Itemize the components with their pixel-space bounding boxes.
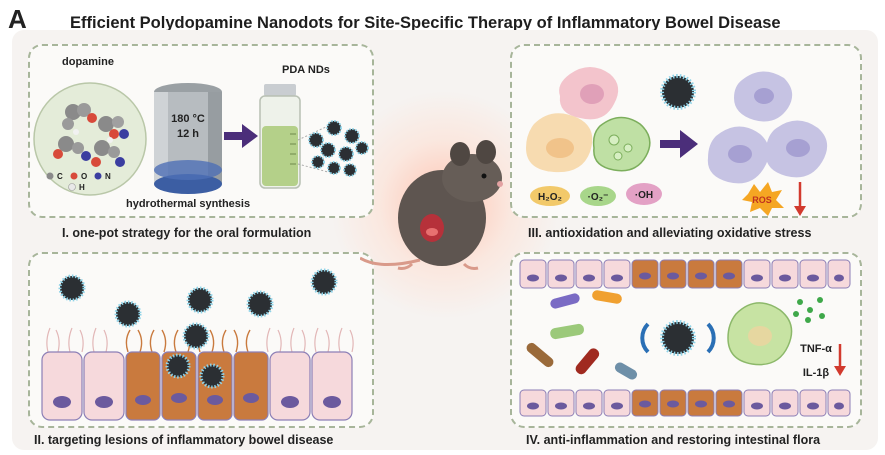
dopamine-molecules-icon xyxy=(53,103,129,167)
restore-arrow-icon xyxy=(640,322,650,354)
mouse-ear-left xyxy=(450,142,470,166)
mouse-nose xyxy=(497,181,503,187)
antioxidation-arrow-icon xyxy=(660,130,698,158)
panel-1-caption: I. one-pot strategy for the oral formula… xyxy=(62,226,312,240)
microvilli xyxy=(46,327,354,353)
mouse-illustration xyxy=(360,140,503,270)
mouse-tail xyxy=(360,256,421,266)
panel-4-caption: IV. anti-inflammation and restoring inte… xyxy=(526,433,821,447)
nanodot-icon xyxy=(660,74,696,110)
species-h2o2: H₂O₂ xyxy=(538,192,562,203)
legend-n: N xyxy=(105,172,111,181)
panel-3-illustration: H₂O₂ ·O₂⁻ ·OH ROS xyxy=(526,67,828,216)
atom-legend: C O N H xyxy=(46,172,111,192)
autoclave-icon xyxy=(154,83,222,194)
cytokine-il1b: IL-1β xyxy=(803,367,830,379)
epithelial-cells xyxy=(41,351,353,421)
mouse-head xyxy=(442,154,502,202)
o2-bubble xyxy=(580,186,616,206)
ros-burst-icon xyxy=(742,182,784,216)
mouse-ear-right xyxy=(476,140,496,164)
nanodots xyxy=(58,268,338,389)
nanodot-icon xyxy=(660,320,696,356)
dopamine-sphere xyxy=(33,82,147,196)
species-o2: ·O₂⁻ xyxy=(588,192,609,203)
oh-bubble xyxy=(626,183,662,205)
inflamed-microvilli xyxy=(125,329,251,353)
bottom-epithelium xyxy=(519,389,851,417)
conditions-temp: 180 °C xyxy=(171,113,205,125)
gut-bacteria xyxy=(526,290,638,380)
nanodot-cluster-icon xyxy=(308,120,369,177)
top-epithelium xyxy=(519,259,851,289)
panel-letter: A xyxy=(8,4,27,34)
ros-label: ROS xyxy=(752,195,772,205)
product-label: PDA NDs xyxy=(282,64,330,76)
figure-title: Efficient Polydopamine Nanodots for Site… xyxy=(70,14,781,32)
panel-2-caption: II. targeting lesions of inflammatory bo… xyxy=(34,433,334,447)
panel-1-illustration: C O N H 180 °C 12 h xyxy=(33,82,369,196)
process-label: hydrothermal synthesis xyxy=(126,198,251,210)
species-oh: ·OH xyxy=(635,190,653,201)
cytokine-tnf: TNF-α xyxy=(800,343,832,355)
vial-icon xyxy=(259,84,301,189)
conditions-time: 12 h xyxy=(177,128,199,140)
process-arrow-icon xyxy=(224,124,258,148)
cytokine-dots xyxy=(793,297,825,323)
inflamed-cell-green xyxy=(592,116,651,172)
legend-c: C xyxy=(57,172,63,181)
cell-nuclei xyxy=(53,393,341,408)
inhibit-arrow-icon xyxy=(706,322,716,354)
legend-o: O xyxy=(81,172,87,181)
legend-h: H xyxy=(79,183,85,192)
mouse-eye xyxy=(481,173,487,179)
dopamine-label: dopamine xyxy=(62,56,114,68)
panel-2-illustration xyxy=(41,268,354,421)
panel-3-caption: III. antioxidation and alleviating oxida… xyxy=(528,226,812,240)
h2o2-bubble xyxy=(530,186,570,206)
panel-4-illustration: TNF-α IL-1β xyxy=(519,259,851,417)
